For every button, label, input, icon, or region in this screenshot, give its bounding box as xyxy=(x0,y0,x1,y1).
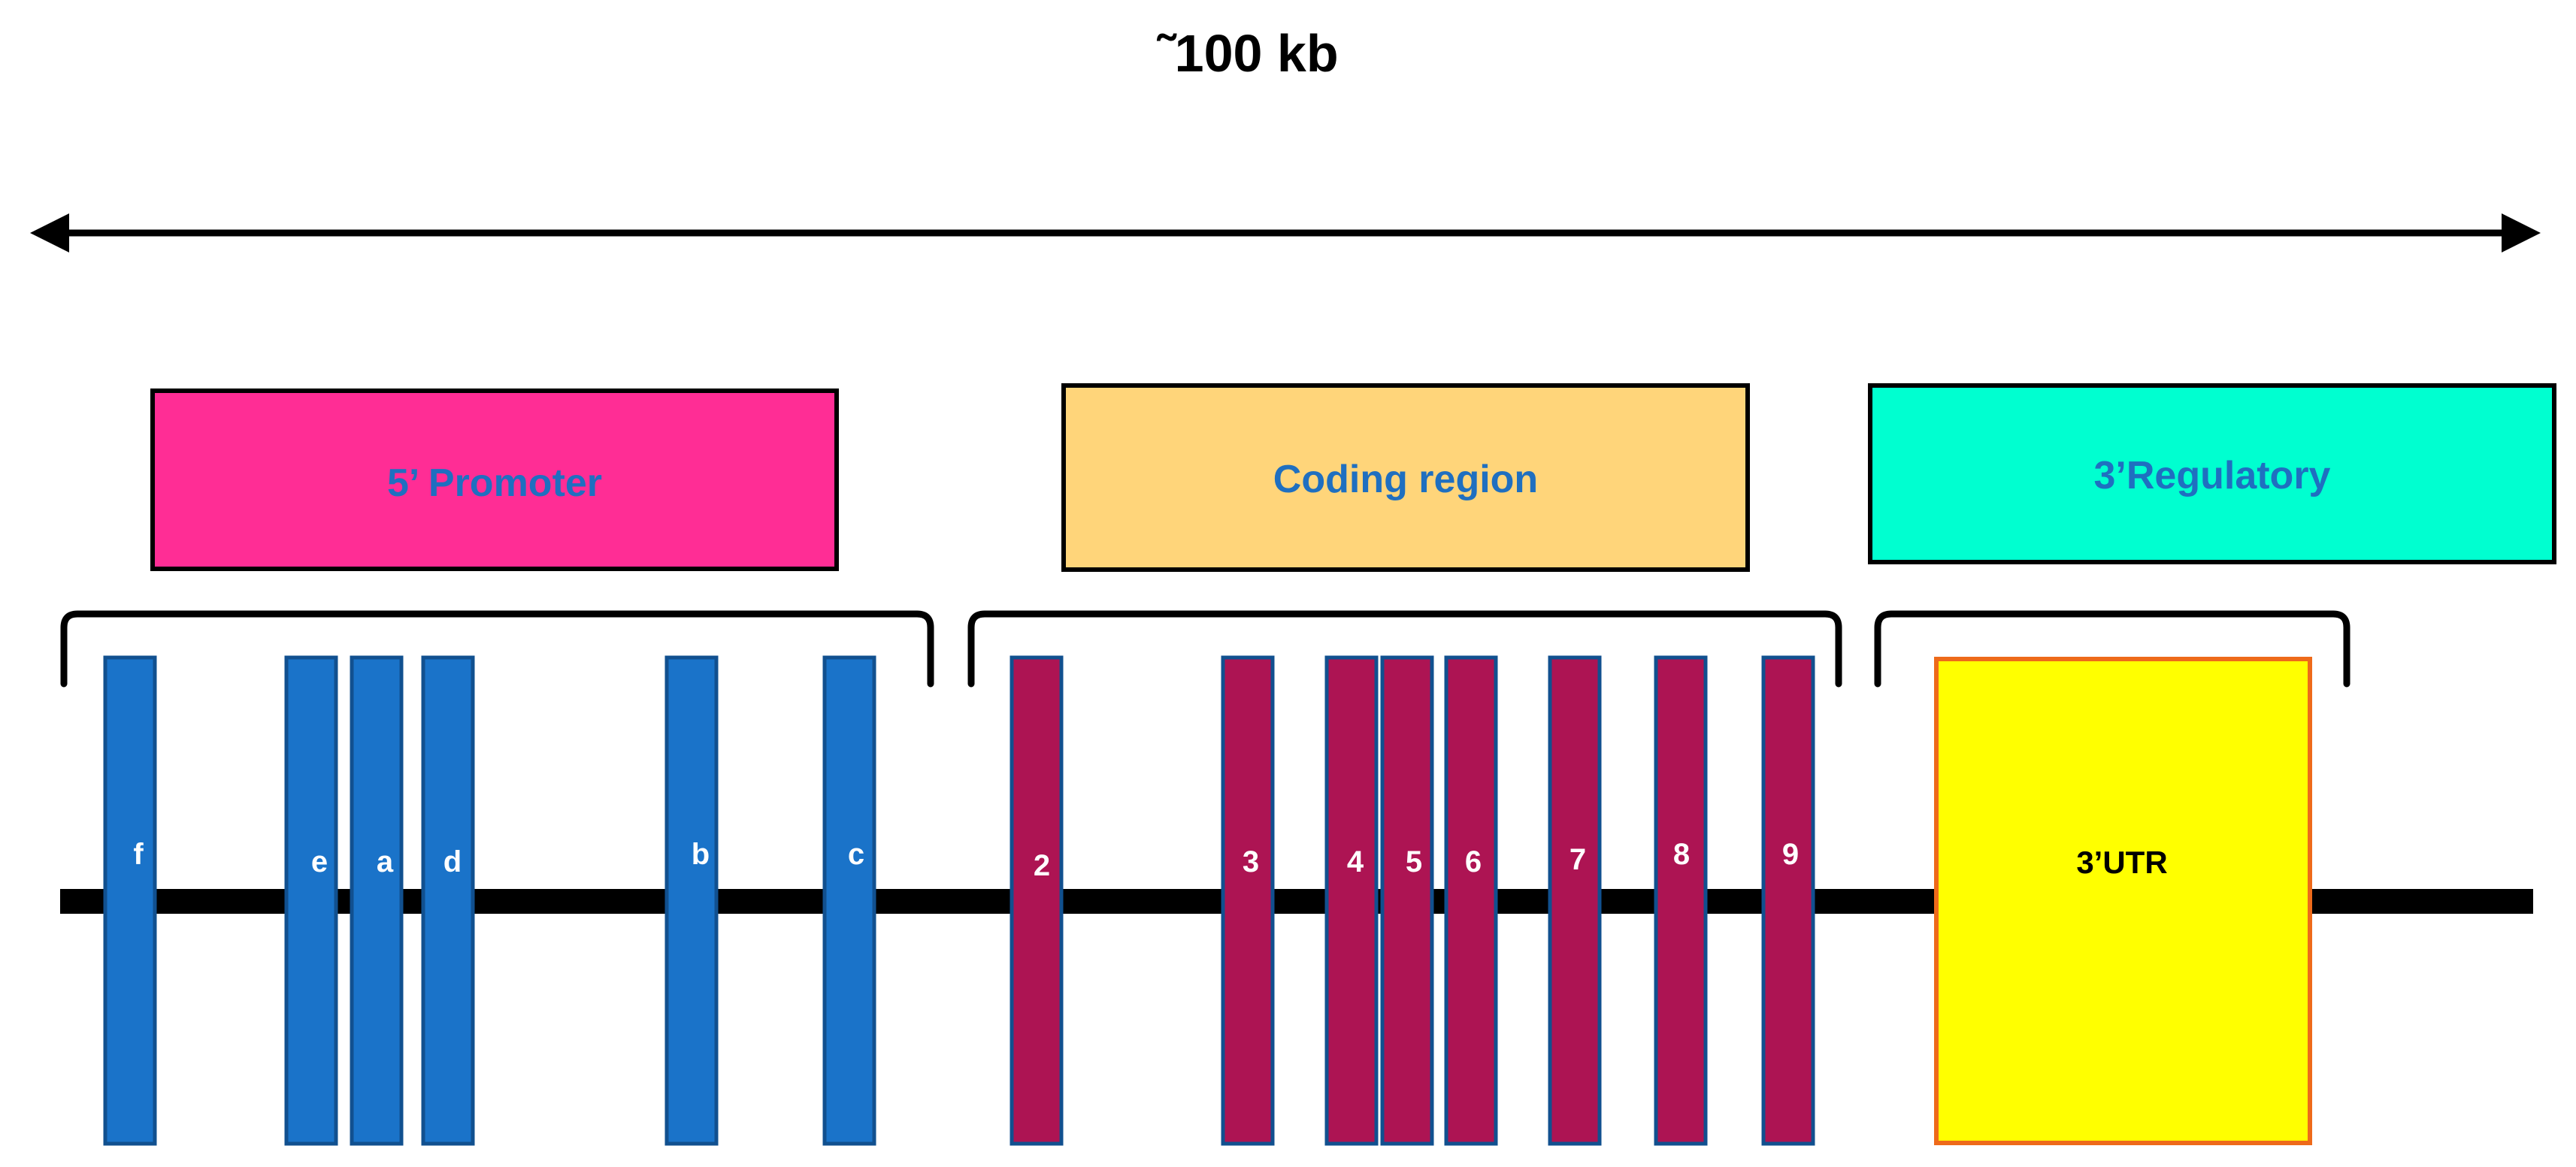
exon-box xyxy=(1324,655,1379,1146)
exon-d: d xyxy=(421,655,475,1146)
coding-box xyxy=(1061,383,1750,572)
exon-9: 9 xyxy=(1761,655,1815,1146)
coding-region: Coding region xyxy=(1061,383,1750,572)
coding-label: Coding region xyxy=(1273,458,1538,501)
regulatory-box xyxy=(1868,383,2556,564)
exon-2: 2 xyxy=(1010,655,1064,1146)
exon-c: c xyxy=(822,655,876,1146)
exon-label: 6 xyxy=(1465,845,1482,878)
coding-bracket xyxy=(967,610,1842,688)
exon-label: f xyxy=(133,838,144,871)
exon-label: 5 xyxy=(1406,845,1422,878)
exon-label: 8 xyxy=(1673,838,1690,871)
scale-arrow xyxy=(30,213,2541,252)
exon-8: 8 xyxy=(1654,655,1708,1146)
brackets xyxy=(60,610,2350,688)
exon-7: 7 xyxy=(1548,655,1602,1146)
exon-6: 6 xyxy=(1444,655,1498,1146)
exon-box xyxy=(1548,655,1602,1146)
scale-label: ˜100 kb xyxy=(1156,24,1338,83)
exon-4: 4 xyxy=(1324,655,1379,1146)
promoter-bracket xyxy=(60,610,934,688)
regulatory-label: 3’Regulatory xyxy=(2094,454,2331,497)
exon-f: f xyxy=(103,655,157,1146)
exon-label: d xyxy=(443,845,462,878)
exon-box xyxy=(103,655,157,1146)
regulatory-bracket xyxy=(1874,610,2350,688)
exon-box xyxy=(1654,655,1708,1146)
exon-box xyxy=(1761,655,1815,1146)
exon-label: c xyxy=(848,838,864,871)
promoter-label: 5’ Promoter xyxy=(387,461,602,505)
exon-label: 2 xyxy=(1034,849,1050,882)
exon-box xyxy=(822,655,876,1146)
exon-box xyxy=(1380,655,1434,1146)
exon-label: 3 xyxy=(1243,845,1259,878)
exon-box xyxy=(1010,655,1064,1146)
exon-label: 7 xyxy=(1570,843,1586,876)
utr-region: 3’UTR xyxy=(1934,657,2312,1145)
exon-box xyxy=(421,655,475,1146)
promoter-box xyxy=(150,388,839,571)
utr-box xyxy=(1934,657,2312,1145)
exon-b: b xyxy=(664,655,719,1146)
exon-box xyxy=(284,655,338,1146)
exon-label: e xyxy=(311,845,328,878)
exon-3: 3 xyxy=(1221,655,1275,1146)
exon-box xyxy=(664,655,719,1146)
exon-5: 5 xyxy=(1380,655,1434,1146)
utr-label: 3’UTR xyxy=(2076,845,2167,880)
promoter-region: 5’ Promoter xyxy=(150,388,839,571)
scale-arrow-left-head xyxy=(30,213,69,252)
exon-label: 4 xyxy=(1347,845,1364,878)
exon-label: b xyxy=(692,838,710,871)
exon-e: e xyxy=(284,655,338,1146)
promoter-exons: f e a d b c xyxy=(103,655,876,1146)
exon-box xyxy=(1444,655,1498,1146)
exon-a: a xyxy=(350,655,404,1146)
coding-exons: 2 3 4 5 6 7 8 9 xyxy=(1010,655,1815,1146)
regulatory-region: 3’Regulatory xyxy=(1868,383,2556,564)
exon-label: 9 xyxy=(1782,838,1799,871)
exon-label: a xyxy=(377,845,394,878)
scale-arrow-right-head xyxy=(2502,213,2541,252)
exon-box xyxy=(350,655,404,1146)
exon-box xyxy=(1221,655,1275,1146)
